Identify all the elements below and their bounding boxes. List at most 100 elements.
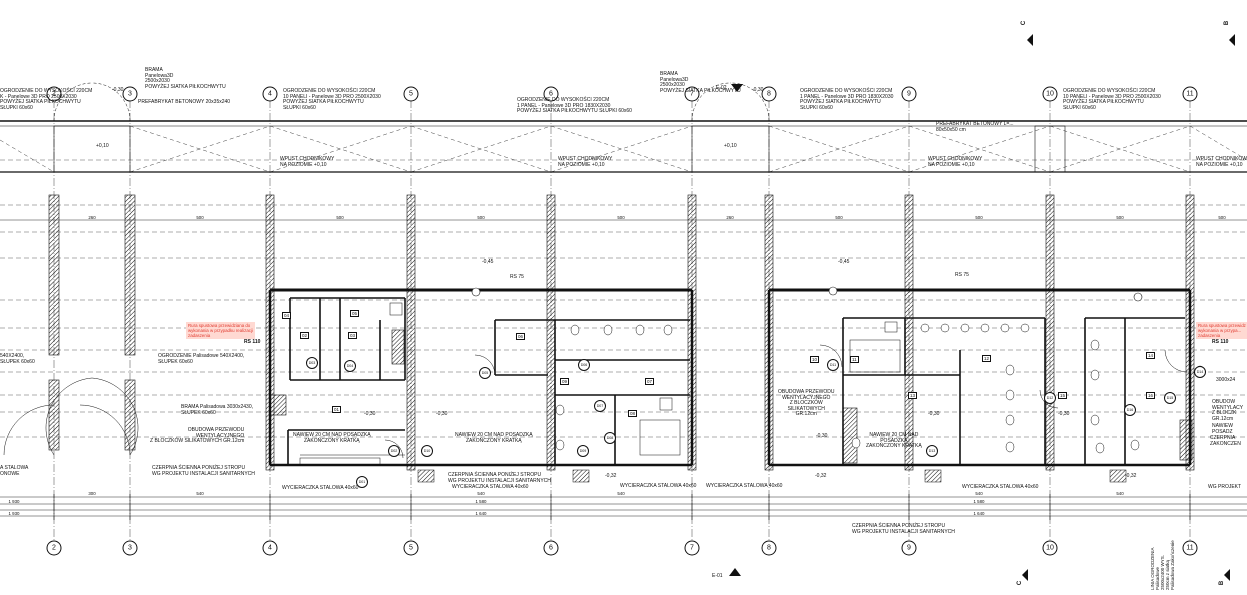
room-02: 02	[300, 332, 310, 339]
rura-note-left: Rura spustowa przewidziana do wykonania …	[186, 322, 255, 339]
wycieraczka-label-3: WYCIERACZKA STALOWA 40x60	[620, 483, 697, 489]
ogrodzenie-right2-label: OGRODZENIE DO WYSOKOŚCI 220CM 10 PANELI …	[1063, 88, 1161, 111]
axis-bubble-bottom-2: 2	[46, 540, 62, 556]
level-plus010-left: +0,10	[96, 143, 109, 149]
czerpnia-mid-label: CZERPNIA ŚCIENNA PONIŻEJ STROPU WG PROJE…	[448, 472, 551, 484]
obudowa-right-label: OBUDOWA PRZEWODU WENTYLACYJNEGO Z BLOCZK…	[778, 389, 835, 417]
room-11: 11	[850, 356, 859, 363]
level-minus045-left: -0,45	[482, 259, 494, 265]
wg-farright-label: WG PROJEKT	[1208, 484, 1242, 490]
room-10: 10	[810, 356, 820, 363]
ogrodzenie-mid-label: OGRODZENIE DO WYSOKOŚCI 220CM 1 PANEL - …	[517, 97, 632, 114]
level-room01: -0,30	[364, 411, 376, 417]
ogrodzenie-farleft-label: OGRODZENIE DO WYSOKOŚCI 220CM K - Panelo…	[0, 88, 93, 111]
level-minus045-right: -0,45	[838, 259, 850, 265]
wpust-label-1: WPUST CHODNIKOWY NA POZIOMIE +0,10	[280, 156, 335, 168]
section-e01-label: E-01	[712, 573, 723, 579]
room-06: 06	[516, 333, 526, 340]
axis-bubble-bottom-8: 8	[761, 540, 777, 556]
door-tag-d03: D03	[306, 357, 318, 369]
level-top-right: -0,30	[752, 87, 764, 93]
dim-bottom-row2-1: 1 930	[8, 499, 20, 504]
room-12: 12	[982, 355, 992, 362]
dim-top-3: 500	[336, 215, 344, 220]
prefabrykat-left-label: PREFABRYKAT BETONOWY 20x35x240	[138, 99, 231, 105]
room-14: 14	[1146, 352, 1156, 359]
ogrodzenie-left-label: OGRODZENIE DO WYSOKOŚCI 220CM 10 PANELI …	[283, 88, 381, 111]
czerpnia-farright-label: CZERPNIA ZAKONCZEN	[1210, 435, 1241, 447]
nawiew-right-label: NAWIEW 20 CM NAD POSADZKĄ ZAKOŃCZONY KRA…	[866, 432, 922, 449]
door-tag-d12: D12	[1044, 392, 1056, 404]
dim-bottom-6: 540	[1116, 491, 1124, 496]
rs110-right: RS 110	[1212, 339, 1229, 345]
door-tag-d04: D04	[344, 360, 356, 372]
obudowa-farright-label: OBUDOW WENTYLACY Z BLOCZK GR.12cm	[1212, 399, 1244, 422]
rura-note-right: Rura spustowa przewidz wykonania w przyp…	[1196, 322, 1247, 339]
room-16: 16	[1146, 392, 1156, 399]
dimension-lines	[0, 219, 1247, 517]
wycieraczka-label-2: WYCIERACZKA STALOWA 40x60	[452, 484, 529, 490]
dimension-ticks	[53, 494, 1191, 520]
door-tag-d15: D15	[1164, 392, 1176, 404]
sanitary-fixtures	[389, 302, 1140, 456]
brama-palisadowa-label: BRAMA Palisadowa 3030x2430, SŁUPEK 60x60	[181, 404, 253, 416]
fence-band	[0, 120, 1247, 173]
dim-bottom-5: 540	[975, 491, 983, 496]
dim-top-2: 500	[196, 215, 204, 220]
door-tag-d14: D14	[1194, 366, 1206, 378]
wpust-label-4: WPUST CHODNIKOWY NA POZIOMIE +0,10	[1196, 156, 1247, 168]
czerpnia-bottom-label: CZERPNIA ŚCIENNA PONIŻEJ STROPU WG PROJE…	[852, 523, 955, 535]
door-mats	[299, 457, 1127, 483]
nawiew-left-label: NAWIEW 20 CM NAD POSADZKĄ ZAKOŃCZONY KRA…	[293, 432, 371, 444]
room-15: 15	[1058, 392, 1068, 399]
room-07: 07	[645, 378, 655, 385]
section-b-bottom: B	[1219, 580, 1226, 586]
axis-bubble-bottom-4: 4	[262, 540, 278, 556]
rs75-right: RS 75	[955, 272, 969, 278]
krata-left-label: A STALOWA ONOWE	[0, 465, 29, 477]
axis-bubble-top-4: 4	[262, 86, 278, 102]
level-entry-farright: -0,32	[1125, 473, 1137, 479]
door-tag-d10: D10	[421, 445, 433, 457]
axis-bubble-top-5: 5	[403, 86, 419, 102]
dim-bottom-row3-3: 1 640	[973, 511, 985, 516]
level-entry-right: -0,32	[815, 473, 827, 479]
building-walls	[268, 288, 1192, 467]
czerpnia-left-label: CZERPNIA ŚCIENNA PONIŻEJ STROPU WG PROJE…	[152, 465, 255, 477]
dim-top-7: 500	[835, 215, 843, 220]
obudowa-left-label: OBUDOWA PRZEWODU WENTYLACYJNEGO Z BLOCZK…	[150, 427, 245, 444]
room-13: 13	[908, 392, 918, 399]
door-tag-d07: D07	[594, 400, 606, 412]
level-entry-mid: -0,32	[605, 473, 617, 479]
door-tag-d01: D01	[356, 476, 368, 488]
dim-bottom-row2-2: 1 580	[475, 499, 487, 504]
dim-bottom-row3-1: 1 930	[8, 511, 20, 516]
axis-bubble-top-11: 11	[1182, 86, 1198, 102]
wycieraczka-label-1: WYCIERACZKA STALOWA 40x60	[282, 485, 359, 491]
room-05: 05	[350, 310, 360, 317]
axis-bubble-top-8: 8	[761, 86, 777, 102]
door-tag-d02: D02	[388, 445, 400, 457]
section-markers	[729, 34, 1235, 581]
level-room-right: -0,30	[928, 411, 940, 417]
axis-bubble-top-2: 2	[46, 86, 62, 102]
section-b-top: B	[1224, 20, 1231, 26]
dim-bottom-4: 540	[617, 491, 625, 496]
rs75-left: RS 75	[510, 274, 524, 280]
dim-top-1: 260	[88, 215, 96, 220]
wpust-label-2: WPUST CHODNIKOWY NA POZIOMIE +0,10	[558, 156, 613, 168]
dim-top-8: 500	[975, 215, 983, 220]
section-c-bottom: C	[1017, 580, 1024, 586]
ogrodzenie-palisadowe-label: OGRODZENIE Palisadowe 540X2400, SŁUPEK 6…	[158, 353, 245, 365]
wycieraczka-label-4: WYCIERACZKA STALOWA 40x60	[706, 483, 783, 489]
section-c-top: C	[1021, 20, 1028, 26]
axis-bubble-top-3: 3	[122, 86, 138, 102]
door-swings	[3, 344, 1188, 459]
door-tag-d16: D16	[1124, 404, 1136, 416]
dim-top-5: 500	[617, 215, 625, 220]
ogrodzenie-right1-label: OGRODZENIE DO WYSOKOŚCI 220CM 1 PANEL - …	[800, 88, 894, 111]
door-tag-d05: D05	[479, 367, 491, 379]
dim-top-10: 500	[1218, 215, 1226, 220]
linia-ogrodzenia-label: LINIA OGRODZENIA Palisadowe 2500x2400 WY…	[1150, 540, 1175, 590]
